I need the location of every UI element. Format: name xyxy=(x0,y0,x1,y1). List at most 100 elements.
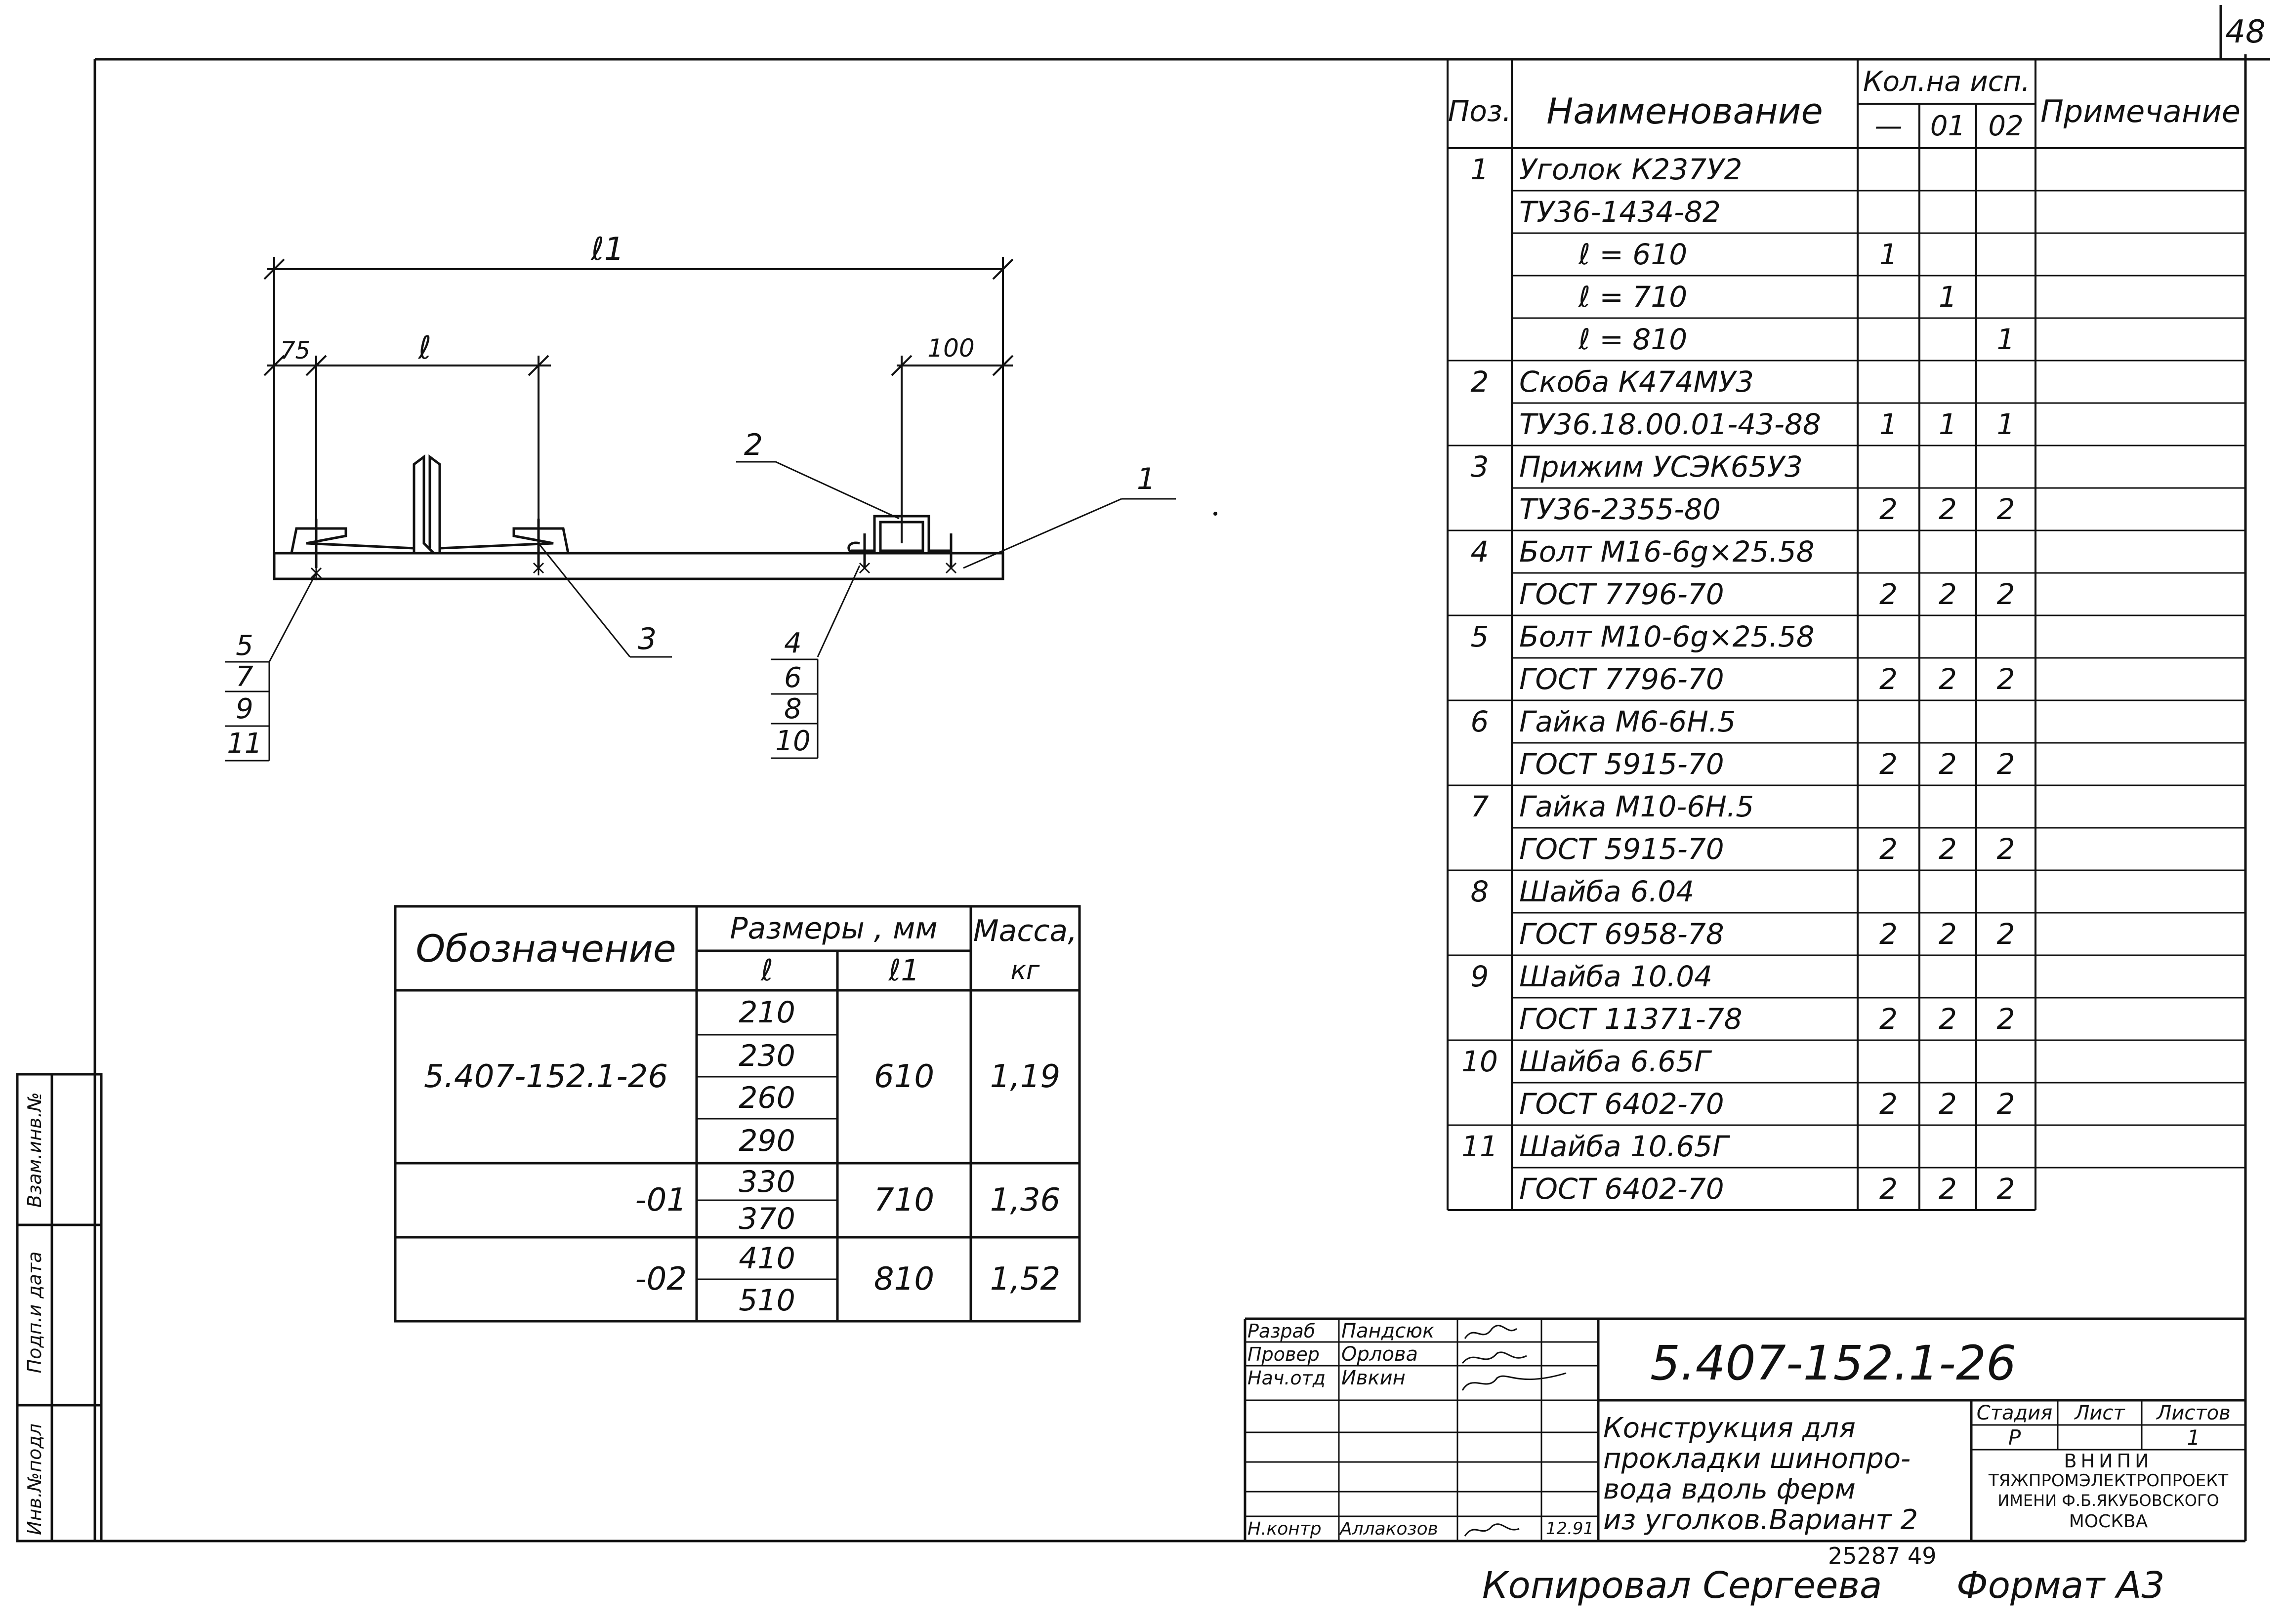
document-title-line: вода вдоль ферм xyxy=(1603,1473,1856,1505)
spec-header-v0: — xyxy=(1874,110,1903,142)
title-block-name: Орлова xyxy=(1341,1342,1418,1366)
size-header-mass: Масса, xyxy=(973,914,1078,948)
size-l-value: 410 xyxy=(739,1241,795,1276)
spec-cell-pos: 4 xyxy=(1470,535,1489,568)
size-l1-value: 610 xyxy=(873,1058,935,1095)
spec-cell-q1: 2 xyxy=(1939,577,1957,611)
spec-cell-q2: 2 xyxy=(1996,747,2015,781)
spec-cell-q1: 2 xyxy=(1939,917,1957,951)
size-header-l1: ℓ1 xyxy=(888,953,920,988)
callout-right-10: 10 xyxy=(775,725,811,757)
clamp-left xyxy=(290,527,415,554)
spec-cell-name: Шайба 6.04 xyxy=(1519,875,1695,908)
spec-cell-pos: 2 xyxy=(1470,365,1489,399)
document-title-line: из уголков.Вариант 2 xyxy=(1603,1503,1918,1536)
title-block-name: Ивкин xyxy=(1341,1366,1406,1389)
archive-numbers: 25287 49 xyxy=(1828,1543,1937,1569)
spec-cell-pos: 3 xyxy=(1470,450,1489,484)
spec-cell-q2: 1 xyxy=(1996,323,2015,356)
spec-cell-name: Болт М16-6g×25.58 xyxy=(1519,535,1815,568)
spec-cell-q2: 2 xyxy=(1996,662,2015,696)
spec-cell-name: ГОСТ 5915-70 xyxy=(1519,832,1724,866)
spec-cell-q1: 2 xyxy=(1939,1172,1957,1206)
organization-line: ТЯЖПРОМЭЛЕКТРОПРОЕКТ xyxy=(1988,1471,2229,1491)
spec-cell-name: ТУ36.18.00.01-43-88 xyxy=(1519,407,1821,441)
copied-by: Копировал Сергеева xyxy=(1482,1564,1882,1607)
spec-cell-name: Шайба 6.65Г xyxy=(1519,1045,1710,1078)
spec-cell-name: Скоба К474МУ3 xyxy=(1519,365,1754,399)
angle-base xyxy=(273,552,1004,580)
spec-header-qty: Кол.на исп. xyxy=(1863,65,2030,98)
spec-header-name: Наименование xyxy=(1546,90,1823,132)
title-block-role: Провер xyxy=(1247,1343,1320,1365)
spec-cell-q0: 2 xyxy=(1879,577,1898,611)
spec-cell-q0: 2 xyxy=(1879,917,1898,951)
leader-2 xyxy=(775,461,900,520)
title-block-name: Пандсюк xyxy=(1341,1319,1435,1342)
size-l-value: 290 xyxy=(739,1124,795,1158)
spec-cell-name: ℓ = 610 xyxy=(1578,238,1688,271)
angle-leg xyxy=(413,454,441,554)
spec-header-pos: Поз. xyxy=(1448,94,1512,128)
sheet-label: Лист xyxy=(2075,1402,2125,1424)
size-header-mass-unit: кг xyxy=(1010,956,1040,985)
spec-cell-name: ГОСТ 6402-70 xyxy=(1519,1087,1724,1121)
organization-line: ВНИПИ xyxy=(2064,1450,2153,1472)
callout-left-9: 9 xyxy=(236,692,253,725)
spec-cell-name: ГОСТ 7796-70 xyxy=(1519,662,1724,696)
stage-value: Р xyxy=(2008,1425,2021,1450)
size-designation: -02 xyxy=(635,1261,687,1298)
spec-cell-q0: 2 xyxy=(1879,662,1898,696)
spec-cell-q0: 2 xyxy=(1879,1087,1898,1121)
dim-l1-label: ℓ1 xyxy=(591,231,624,268)
spec-cell-name: ГОСТ 6958-78 xyxy=(1519,917,1724,951)
title-block-role: Н.контр xyxy=(1247,1518,1322,1539)
spec-cell-name: Гайка М10-6Н.5 xyxy=(1519,790,1754,823)
size-l1-value: 710 xyxy=(873,1182,935,1218)
dim-100-label: 100 xyxy=(927,334,975,363)
spec-cell-q0: 2 xyxy=(1879,1002,1898,1036)
spec-header-note: Примечание xyxy=(2040,93,2241,129)
size-l-value: 370 xyxy=(739,1201,795,1236)
size-header-designation: Обозначение xyxy=(415,926,676,971)
spec-cell-q2: 2 xyxy=(1996,492,2015,526)
title-block-date: 12.91 xyxy=(1545,1519,1594,1539)
spec-cell-q1: 1 xyxy=(1939,407,1957,441)
spec-cell-name: Гайка М6-6Н.5 xyxy=(1519,705,1736,738)
spec-cell-name: Болт М10-6g×25.58 xyxy=(1519,620,1815,653)
spec-cell-q0: 2 xyxy=(1879,747,1898,781)
spec-cell-q2: 1 xyxy=(1996,407,2015,441)
spec-cell-q0: 2 xyxy=(1879,492,1898,526)
size-mass-value: 1,52 xyxy=(990,1261,1061,1298)
document-title-line: прокладки шинопро- xyxy=(1603,1442,1911,1475)
spec-cell-name: Прижим УСЭК65У3 xyxy=(1519,450,1803,484)
title-block-name: Аллакозов xyxy=(1340,1518,1438,1539)
spec-cell-name: ТУ36-2355-80 xyxy=(1519,492,1721,526)
organization-line: МОСКВА xyxy=(2069,1511,2148,1532)
spec-cell-name: ℓ = 810 xyxy=(1578,323,1688,356)
document-code: 5.407-152.1-26 xyxy=(1650,1336,2017,1391)
spec-cell-q0: 1 xyxy=(1879,238,1898,271)
spec-cell-pos: 6 xyxy=(1470,705,1489,738)
callout-left-5: 5 xyxy=(236,629,253,662)
dim-75-label: 75 xyxy=(280,337,311,365)
sheets-value: 1 xyxy=(2187,1425,2201,1450)
spec-cell-q1: 2 xyxy=(1939,492,1957,526)
spec-cell-q1: 2 xyxy=(1939,832,1957,866)
size-designation: 5.407-152.1-26 xyxy=(423,1058,668,1095)
spec-cell-pos: 7 xyxy=(1470,790,1489,823)
spec-cell-name: Уголок К237У2 xyxy=(1519,153,1743,186)
spec-cell-name: ТУ36-1434-82 xyxy=(1519,195,1721,229)
size-l1-value: 810 xyxy=(873,1261,935,1298)
size-l-value: 230 xyxy=(739,1038,795,1073)
spec-cell-name: ГОСТ 11371-78 xyxy=(1519,1002,1743,1036)
pos-label-2: 2 xyxy=(744,428,763,462)
pos-label-3: 3 xyxy=(637,622,657,656)
spec-cell-q0: 2 xyxy=(1879,832,1898,866)
size-mass-value: 1,19 xyxy=(990,1058,1061,1095)
callout-right-4: 4 xyxy=(784,627,802,659)
